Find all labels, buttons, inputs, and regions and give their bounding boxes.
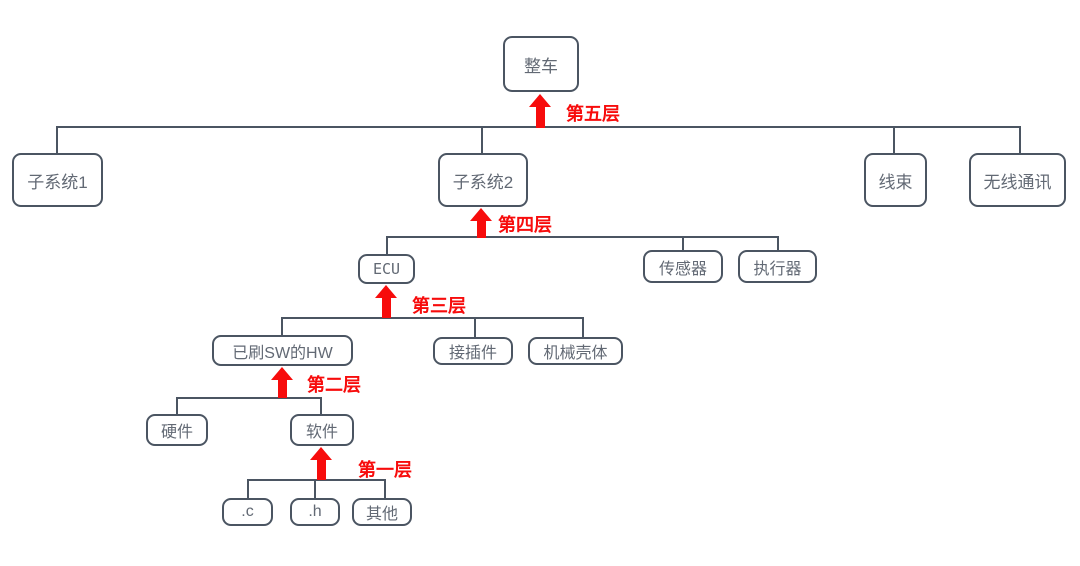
node-harness: 线束 — [864, 153, 927, 207]
arrow-stem — [316, 460, 326, 480]
arrow-stem — [277, 380, 287, 398]
connector-line — [682, 236, 684, 250]
connector-line — [1019, 126, 1021, 153]
level-2-label: 第二层 — [307, 375, 361, 395]
arrow-stem — [535, 107, 545, 128]
connector-line — [56, 126, 58, 153]
up-arrow-icon — [529, 94, 551, 128]
arrow-head — [375, 285, 397, 298]
arrow-stem — [476, 221, 486, 238]
node-subsystem1: 子系统1 — [12, 153, 103, 207]
connector-line — [314, 479, 316, 498]
connector-line — [176, 397, 178, 414]
connector-line — [281, 317, 584, 319]
arrow-head — [271, 367, 293, 380]
connector-line — [247, 479, 386, 481]
connector-line — [777, 236, 779, 250]
up-arrow-icon — [310, 447, 332, 480]
connector-line — [176, 397, 322, 399]
level-5-label: 第五层 — [566, 104, 620, 124]
level-1-label: 第一层 — [358, 460, 412, 480]
arrow-head — [470, 208, 492, 221]
node-hardware: 硬件 — [146, 414, 208, 446]
up-arrow-icon — [271, 367, 293, 398]
node-c-file: .c — [222, 498, 273, 526]
up-arrow-icon — [375, 285, 397, 318]
node-actuator: 执行器 — [738, 250, 817, 283]
node-vehicle: 整车 — [503, 36, 579, 92]
connector-line — [582, 317, 584, 337]
connector-line — [320, 397, 322, 414]
node-h-file: .h — [290, 498, 340, 526]
node-software: 软件 — [290, 414, 354, 446]
arrow-head — [529, 94, 551, 107]
connector-line — [247, 479, 249, 498]
node-other: 其他 — [352, 498, 412, 526]
node-sensor: 传感器 — [643, 250, 723, 283]
node-wireless: 无线通讯 — [969, 153, 1066, 207]
arrow-head — [310, 447, 332, 460]
node-housing: 机械壳体 — [528, 337, 623, 365]
node-flashed-hw: 已刷SW的HW — [212, 335, 353, 366]
connector-line — [281, 317, 283, 336]
up-arrow-icon — [470, 208, 492, 238]
level-3-label: 第三层 — [412, 296, 466, 316]
node-subsystem2: 子系统2 — [438, 153, 528, 207]
connector-line — [386, 236, 779, 238]
connector-line — [384, 479, 386, 498]
connector-line — [474, 317, 476, 337]
node-ecu: ECU — [358, 254, 415, 284]
connector-line — [893, 126, 895, 153]
level-4-label: 第四层 — [498, 215, 552, 235]
connector-line — [386, 236, 388, 254]
arrow-stem — [381, 298, 391, 318]
connector-line — [481, 126, 483, 153]
node-connector: 接插件 — [433, 337, 513, 365]
